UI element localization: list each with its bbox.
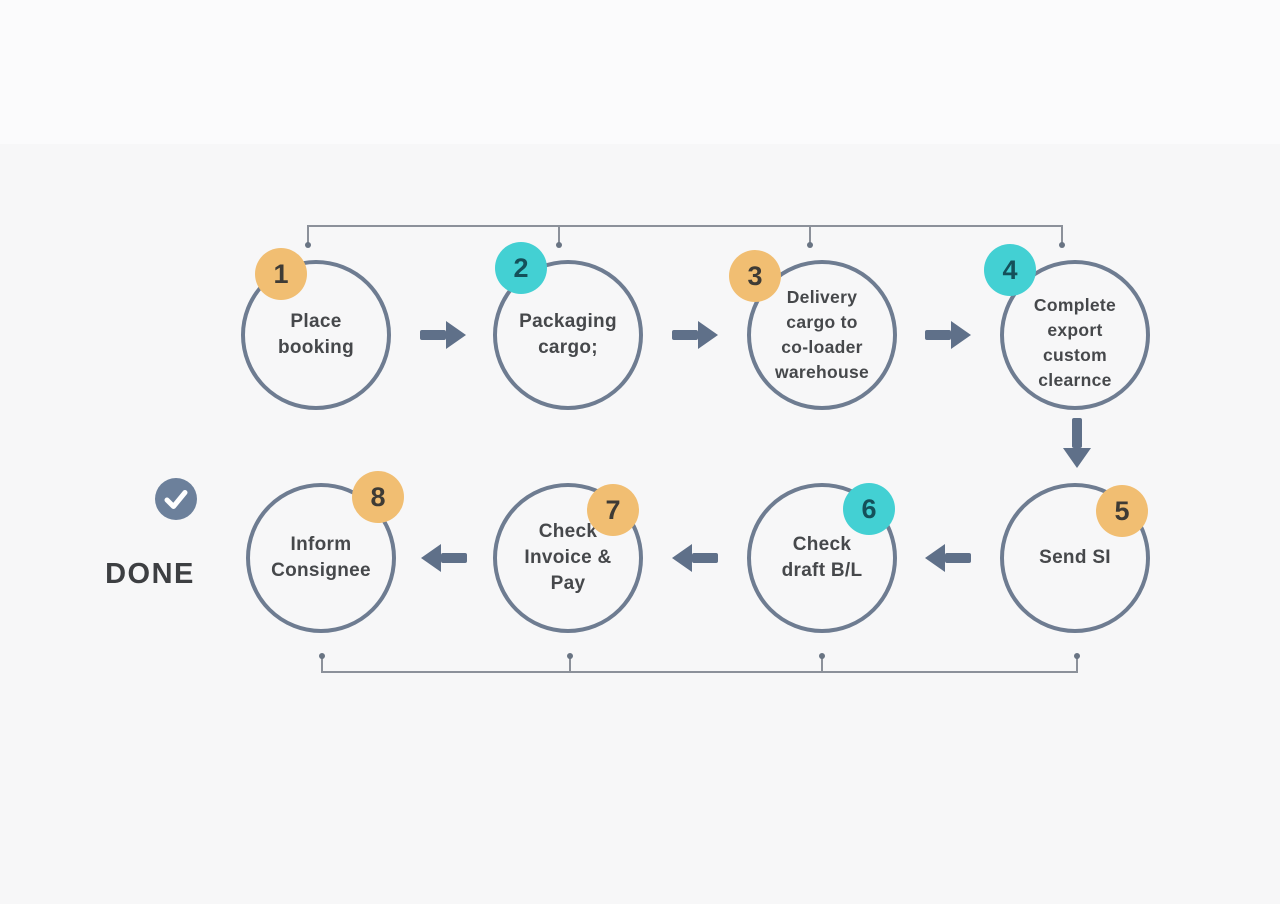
step-badge-1: 1 <box>255 248 307 300</box>
arrow-head <box>672 544 692 572</box>
bracket-tick <box>558 225 560 244</box>
step-label-3: Delivery cargo to co-loader warehouse <box>774 287 870 382</box>
bracket-tick <box>569 656 571 673</box>
step-badge-8: 8 <box>352 471 404 523</box>
bracket-horizontal-line <box>321 671 1078 673</box>
check-circle-icon <box>155 478 197 520</box>
arrow-tail <box>672 330 698 340</box>
arrow-head <box>925 544 945 572</box>
step-circle-3: 3 Delivery cargo to co-loader warehouse <box>729 250 897 410</box>
arrow-tail <box>1072 418 1082 448</box>
step-circle-5: 5 Send SI <box>1000 483 1150 633</box>
arrow-tail <box>925 330 951 340</box>
arrow-right-step2-step3 <box>672 321 718 349</box>
bracket-tick <box>809 225 811 244</box>
bracket-dot <box>1059 242 1065 248</box>
arrow-head <box>951 321 971 349</box>
bracket-dot <box>567 653 573 659</box>
bracket-dot <box>556 242 562 248</box>
bracket-tick <box>821 656 823 673</box>
arrow-tail <box>420 330 446 340</box>
step-label-7: Check Invoice & Pay <box>524 521 612 594</box>
arrow-head <box>1063 448 1091 468</box>
background-band <box>0 0 1280 144</box>
step-circle-2: 2 Packaging cargo; <box>493 242 643 410</box>
step-label-4: Complete export custom clearnce <box>1033 295 1117 390</box>
arrow-tail <box>945 553 971 563</box>
step-badge-2: 2 <box>495 242 547 294</box>
step-circle-4: 4 Complete export custom clearnce <box>984 244 1150 410</box>
arrow-head <box>446 321 466 349</box>
bracket-tick <box>321 656 323 673</box>
step-label-5: Send SI <box>1039 547 1111 568</box>
arrow-right-step1-step2 <box>420 321 466 349</box>
arrow-right-step3-step4 <box>925 321 971 349</box>
step-label-8: Inform Consignee <box>271 534 371 581</box>
step-label-1: Place booking <box>278 311 354 358</box>
step-badge-4: 4 <box>984 244 1036 296</box>
step-circle-7: 7 Check Invoice & Pay <box>493 483 643 633</box>
step-label-6: Check draft B/L <box>781 534 863 581</box>
step-badge-3: 3 <box>729 250 781 302</box>
bracket-tick <box>1061 225 1063 244</box>
step-circle-6: 6 Check draft B/L <box>747 483 897 633</box>
bracket-dot <box>305 242 311 248</box>
bracket-dot <box>807 242 813 248</box>
bracket-horizontal-line <box>307 225 1063 227</box>
done-label: DONE <box>105 558 195 590</box>
bracket-tick <box>1076 656 1078 673</box>
bracket-dot <box>819 653 825 659</box>
arrow-tail <box>441 553 467 563</box>
step-badge-6: 6 <box>843 483 895 535</box>
arrow-head <box>698 321 718 349</box>
check-circle-svg <box>155 478 197 520</box>
arrow-left-step7-step8 <box>421 544 467 572</box>
step-circle-8: 8 Inform Consignee <box>246 471 404 633</box>
step-circle-1: 1 Place booking <box>241 248 391 410</box>
arrow-head <box>421 544 441 572</box>
step-badge-5: 5 <box>1096 485 1148 537</box>
bracket-dot <box>1074 653 1080 659</box>
arrow-left-step5-step6 <box>925 544 971 572</box>
bracket-tick <box>307 225 309 244</box>
bracket-dot <box>319 653 325 659</box>
arrow-left-step6-step7 <box>672 544 718 572</box>
arrow-down-step4-step5 <box>1063 418 1091 468</box>
arrow-tail <box>692 553 718 563</box>
step-badge-7: 7 <box>587 484 639 536</box>
step-label-2: Packaging cargo; <box>519 311 617 358</box>
